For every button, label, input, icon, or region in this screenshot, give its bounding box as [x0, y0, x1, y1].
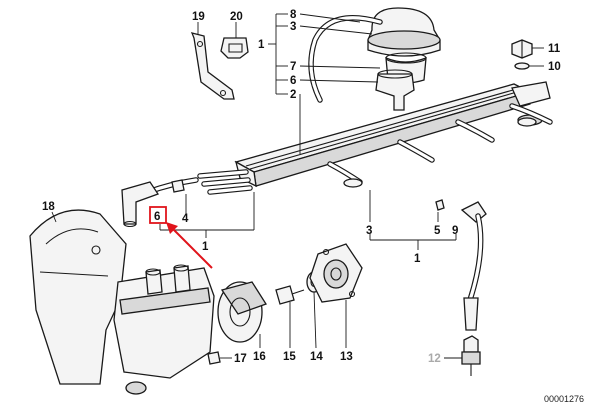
callout-13: 13 — [340, 351, 353, 363]
callout-16: 16 — [253, 351, 266, 363]
bracket-part-19 — [190, 32, 235, 100]
washer-part-10 — [514, 62, 530, 70]
highlight-arrow — [171, 227, 213, 269]
callout-18: 18 — [42, 201, 55, 213]
callout-4: 4 — [182, 213, 189, 225]
callout-9: 9 — [452, 225, 458, 237]
document-number: 00001276 — [544, 394, 584, 404]
callout-19: 19 — [192, 11, 205, 23]
bolt-part-15 — [275, 285, 305, 305]
callout-10: 10 — [548, 61, 561, 73]
callout-8: 8 — [290, 9, 297, 21]
wire-loom-part-2 — [234, 83, 532, 188]
clip-part-20 — [220, 37, 249, 59]
nut-part-11 — [511, 39, 533, 59]
left-wire-bundle — [197, 169, 253, 195]
callout-1-left: 1 — [202, 241, 209, 253]
screw-part-17 — [207, 351, 221, 365]
callout-14: 14 — [310, 351, 323, 363]
spark-plug-part-12 — [461, 335, 481, 376]
callout-20: 20 — [230, 11, 243, 23]
callout-6-highlighted: 6 — [154, 211, 160, 223]
angled-plug-cap-part-6 — [121, 181, 159, 228]
callout-1-right: 1 — [414, 253, 421, 265]
rotor-part-16 — [217, 281, 267, 343]
highlight-arrowhead — [166, 222, 178, 234]
callout-3-right: 3 — [366, 225, 372, 237]
callout-labels: 19 20 8 3 1 7 6 2 11 10 18 6 4 1 3 5 9 1… — [42, 9, 584, 404]
callout-3-top: 3 — [290, 21, 296, 33]
callout-15: 15 — [283, 351, 296, 363]
grommet-part-4 — [171, 179, 185, 193]
callout-1-top: 1 — [258, 39, 265, 51]
callout-2: 2 — [290, 89, 296, 101]
spark-plug-lead-part-9 — [460, 201, 487, 331]
callout-17: 17 — [234, 353, 247, 365]
callout-6-top: 6 — [290, 75, 296, 87]
callout-7: 7 — [290, 61, 296, 73]
distributor-cover-part-18 — [29, 209, 127, 385]
leader-lines — [51, 13, 544, 359]
plug-cap-part-6-7 — [375, 69, 415, 111]
callout-11: 11 — [548, 43, 561, 55]
screw-part-5 — [435, 199, 445, 211]
callout-12: 12 — [428, 353, 441, 365]
highlight-annotation — [149, 206, 213, 269]
highlight-box-6 — [149, 206, 167, 224]
loom-branch-leads — [327, 103, 553, 188]
callout-5: 5 — [434, 225, 441, 237]
distributor-body-part — [113, 264, 215, 395]
flange-plate-part-13 — [309, 243, 363, 303]
coil-wire-part — [308, 15, 383, 103]
